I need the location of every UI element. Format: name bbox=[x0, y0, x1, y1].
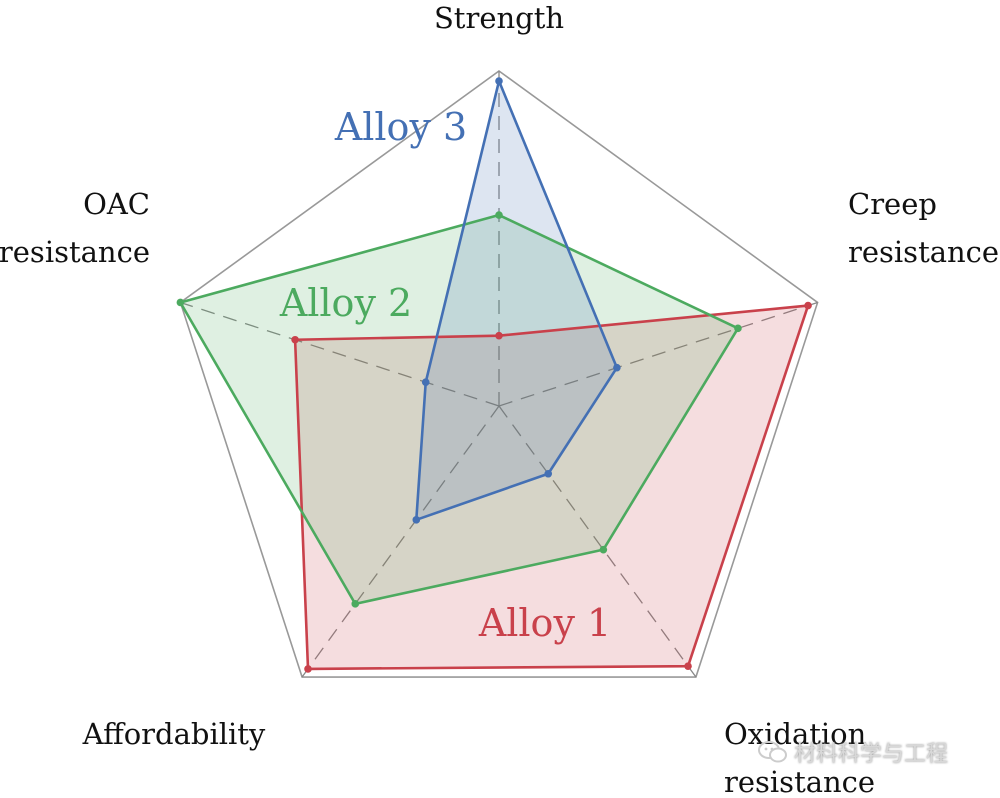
series-label-2: Alloy 2 bbox=[279, 281, 412, 325]
series-3-point-2 bbox=[544, 469, 553, 478]
series-1-point-4 bbox=[291, 335, 299, 344]
series-line-3 bbox=[414, 79, 619, 522]
series-2-point-3 bbox=[351, 600, 360, 608]
wechat-icon bbox=[758, 741, 787, 763]
series-1-point-1 bbox=[804, 301, 812, 310]
series-fill-1 bbox=[295, 305, 809, 669]
series-line-2 bbox=[179, 213, 740, 606]
series-label-1: Alloy 1 bbox=[478, 601, 611, 645]
axis-label-1-line-0: Creep bbox=[848, 187, 937, 221]
series-3-point-3 bbox=[412, 516, 421, 524]
watermark: 材料科学与工程 bbox=[758, 736, 948, 768]
axis-label-4-line-1: resistance bbox=[0, 235, 150, 269]
series-line-1 bbox=[293, 304, 810, 671]
series-fill-2 bbox=[180, 215, 738, 604]
spoke-1 bbox=[498, 301, 818, 407]
axis-label-2-line-1: resistance bbox=[724, 765, 875, 798]
series-3-point-4 bbox=[421, 378, 430, 386]
spoke-2 bbox=[498, 405, 697, 678]
series-2-point-0 bbox=[495, 211, 503, 219]
axis-label-2-line-0: Oxidation bbox=[724, 717, 866, 751]
spoke-3 bbox=[301, 405, 500, 678]
axis-label-3-line-0: Affordability bbox=[82, 717, 266, 751]
series-2-point-1 bbox=[734, 324, 742, 333]
series-1-point-2 bbox=[684, 662, 692, 670]
series-3-point-1 bbox=[613, 363, 621, 372]
outer-frame bbox=[179, 70, 819, 678]
series-fill-3 bbox=[416, 81, 617, 520]
series-label-3: Alloy 3 bbox=[334, 105, 467, 149]
spoke-4 bbox=[180, 301, 500, 407]
series-1-point-3 bbox=[304, 665, 312, 673]
series-2-point-4 bbox=[176, 298, 185, 307]
axis-label-0-line-0: Strength bbox=[434, 1, 564, 35]
series-2-point-2 bbox=[599, 545, 608, 554]
axis-label-4-line-0: OAC bbox=[83, 187, 150, 221]
watermark-text: 材料科学与工程 bbox=[794, 742, 949, 767]
series-1-point-0 bbox=[495, 331, 503, 340]
series-3-point-0 bbox=[495, 77, 503, 85]
axis-label-1-line-1: resistance bbox=[848, 235, 999, 269]
